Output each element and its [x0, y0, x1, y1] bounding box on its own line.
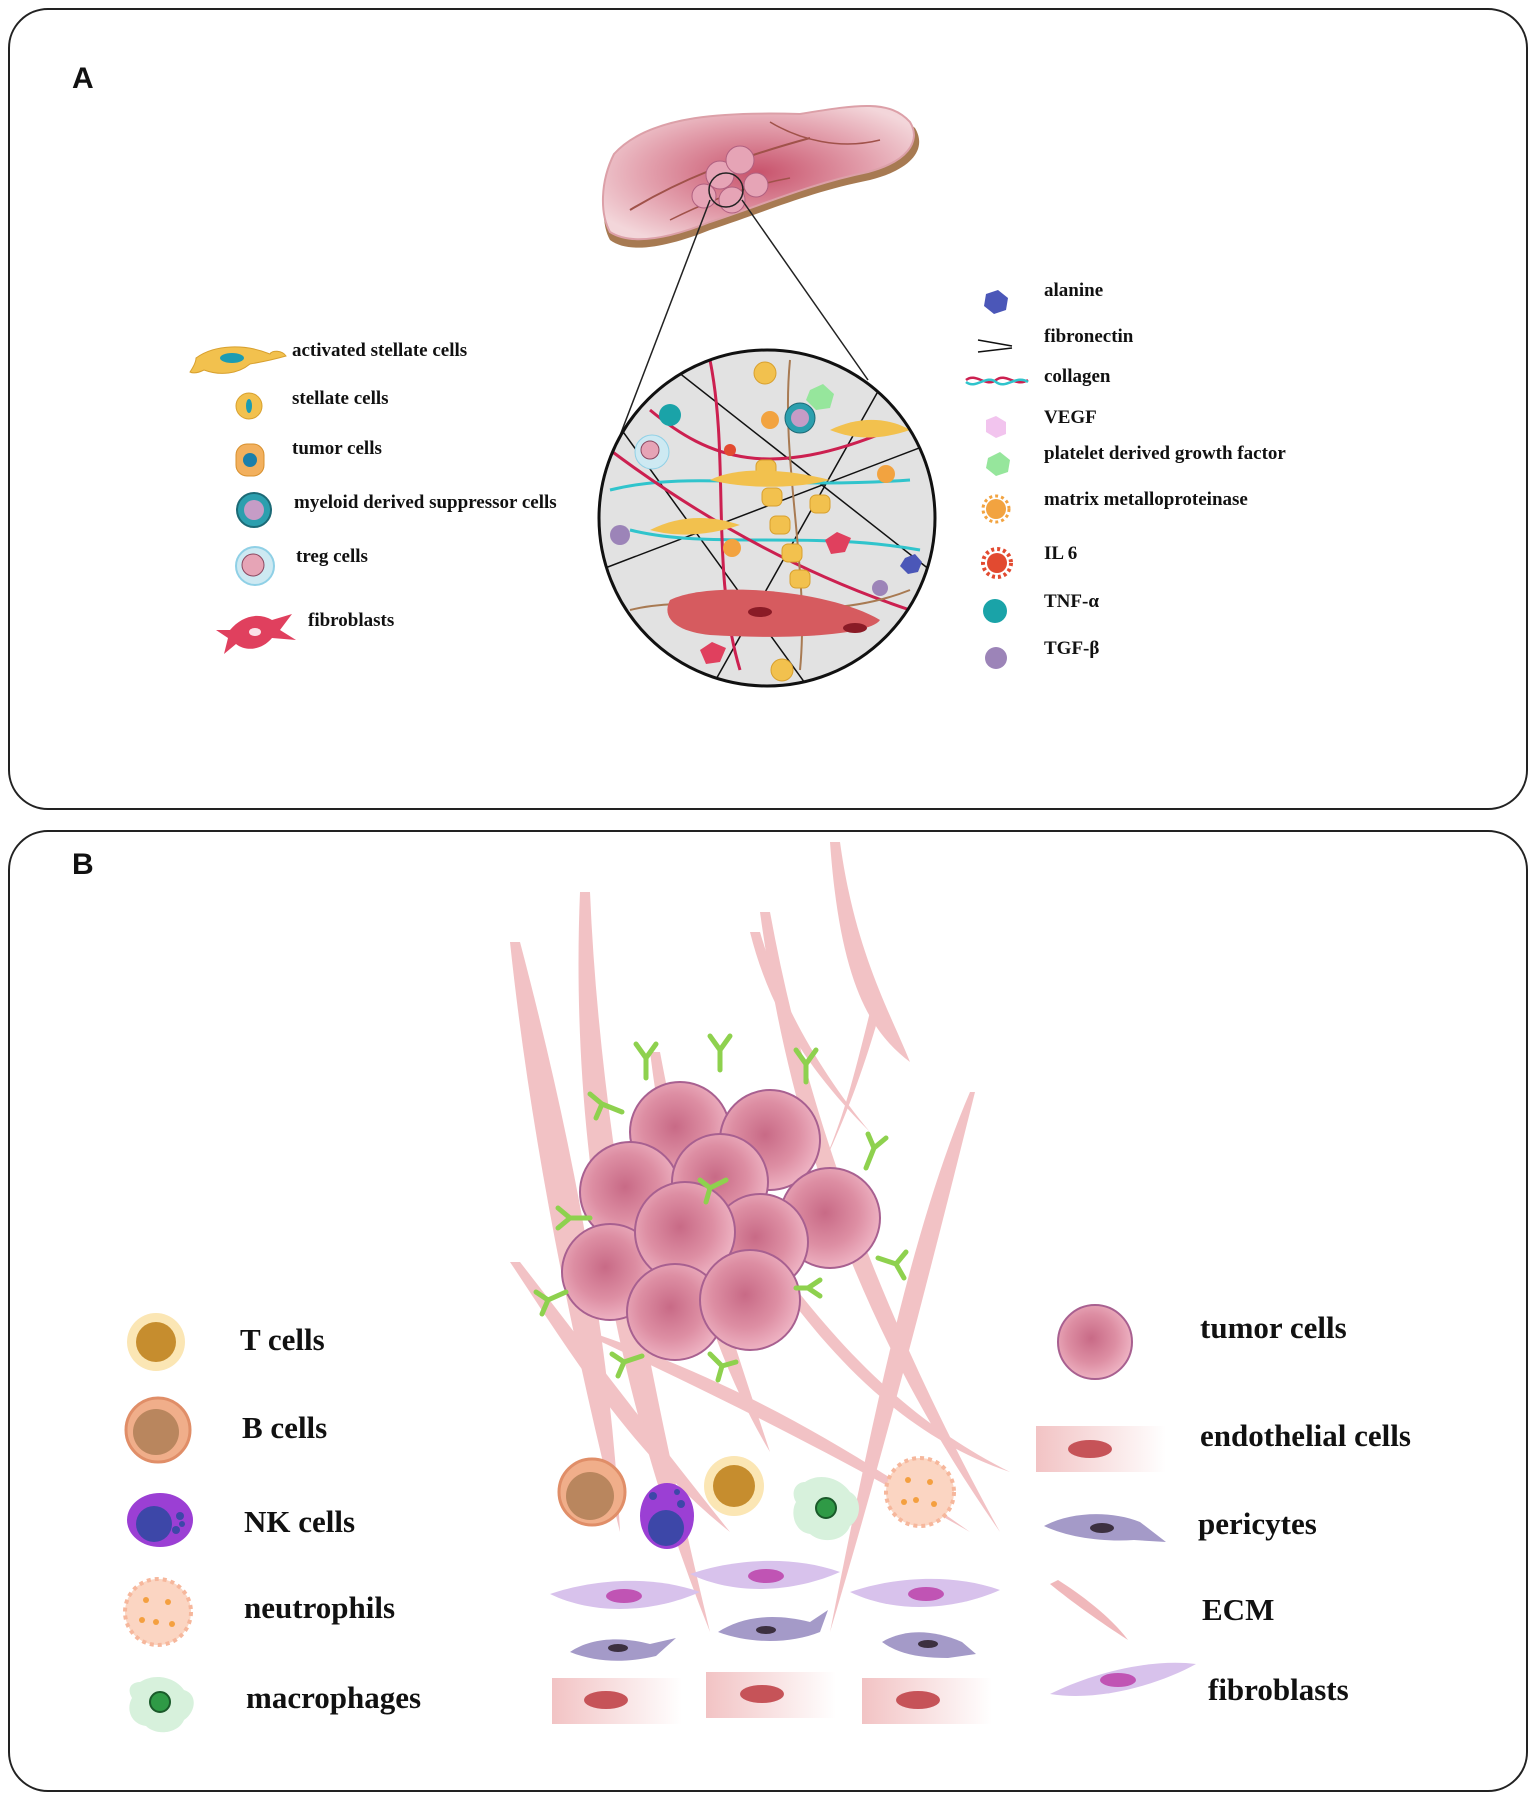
alanine-icon — [984, 290, 1008, 314]
tnf-alpha-icon — [983, 599, 1007, 623]
tumor-cluster — [561, 1081, 881, 1361]
scene-nk-cell — [640, 1483, 694, 1549]
fibroblast-icon — [1050, 1662, 1196, 1696]
b-cell-icon — [124, 1396, 192, 1464]
panel-b-label: B — [72, 848, 94, 881]
legend-b-cells: B cells — [242, 1410, 328, 1445]
legend-mmp: matrix metalloproteinase — [1044, 489, 1248, 510]
panel-b-illustration — [123, 842, 1196, 1733]
scene-t-cell — [704, 1456, 764, 1516]
legend-fibronectin: fibronectin — [1044, 326, 1134, 347]
panel-a-label: A — [72, 62, 94, 95]
scene-endothelial-cells — [552, 1672, 992, 1724]
pancreatic-tumor — [691, 145, 769, 214]
legend-t-cells: T cells — [240, 1322, 325, 1357]
legend-pericytes: pericytes — [1198, 1506, 1317, 1541]
legend-tumor-cells: tumor cells — [292, 438, 382, 459]
ecm-icon — [1050, 1580, 1128, 1640]
legend-fibroblasts-b: fibroblasts — [1208, 1672, 1349, 1707]
nk-cell-icon — [127, 1493, 193, 1547]
tumor-cell-icon-a — [235, 443, 265, 477]
scene-neutrophil — [884, 1456, 956, 1528]
legend-alanine: alanine — [1044, 280, 1104, 301]
legend-activated-stellate-cells: activated stellate cells — [292, 340, 468, 361]
legend-treg-cells: treg cells — [296, 546, 368, 567]
il6-icon — [981, 547, 1013, 579]
fibronectin-icon — [977, 339, 1013, 353]
scene-macrophage — [793, 1477, 859, 1541]
legend-ecm: ECM — [1202, 1592, 1275, 1627]
legend-collagen: collagen — [1044, 366, 1111, 387]
tumor-microenvironment-zoom — [597, 348, 937, 688]
treg-cell-icon — [235, 546, 275, 586]
mdsc-icon — [236, 492, 272, 528]
t-cell-icon — [127, 1313, 185, 1371]
activated-stellate-cell-icon — [189, 346, 287, 374]
legend-il6: IL 6 — [1044, 543, 1078, 564]
endothelial-cell-icon — [1036, 1426, 1166, 1472]
legend-tgf-beta: TGF-β — [1044, 638, 1100, 659]
collagen-icon — [965, 376, 1029, 386]
neutrophil-icon — [123, 1577, 193, 1647]
scene-pericytes — [570, 1610, 976, 1661]
legend-tumor-cells-b: tumor cells — [1200, 1310, 1347, 1345]
tumor-cell-icon — [1057, 1304, 1133, 1380]
legend-tnf-alpha: TNF-α — [1044, 591, 1099, 612]
pdgf-icon — [986, 452, 1010, 476]
legend-stellate-cells: stellate cells — [292, 388, 389, 409]
legend-macrophages: macrophages — [246, 1680, 422, 1715]
legend-myeloid-derived-suppressor-cells: myeloid derived suppressor cells — [294, 492, 557, 513]
legend-fibroblasts: fibroblasts — [308, 610, 395, 631]
panel-a-illustration — [189, 104, 1029, 688]
antibodies — [533, 1033, 909, 1383]
vegf-icon — [986, 416, 1006, 438]
zoom-line-right — [741, 199, 869, 381]
legend-endothelial-cells: endothelial cells — [1200, 1418, 1411, 1453]
panel-b: B — [8, 830, 1528, 1792]
stellate-cell-icon — [235, 392, 263, 420]
legend-pdgf: platelet derived growth factor — [1044, 443, 1286, 464]
fibroblast-icon-a — [216, 614, 296, 654]
tgf-beta-icon — [985, 647, 1007, 669]
legend-nk-cells: NK cells — [244, 1504, 356, 1539]
macrophage-icon — [129, 1676, 194, 1733]
mmp-icon — [981, 494, 1011, 524]
pericyte-icon — [1044, 1514, 1166, 1542]
zoom-line-left — [615, 199, 711, 447]
scene-fibroblasts — [550, 1560, 1000, 1609]
scene-b-cell — [557, 1457, 627, 1527]
legend-neutrophils: neutrophils — [244, 1590, 396, 1625]
legend-vegf: VEGF — [1044, 407, 1097, 428]
panel-a: A — [8, 8, 1528, 810]
